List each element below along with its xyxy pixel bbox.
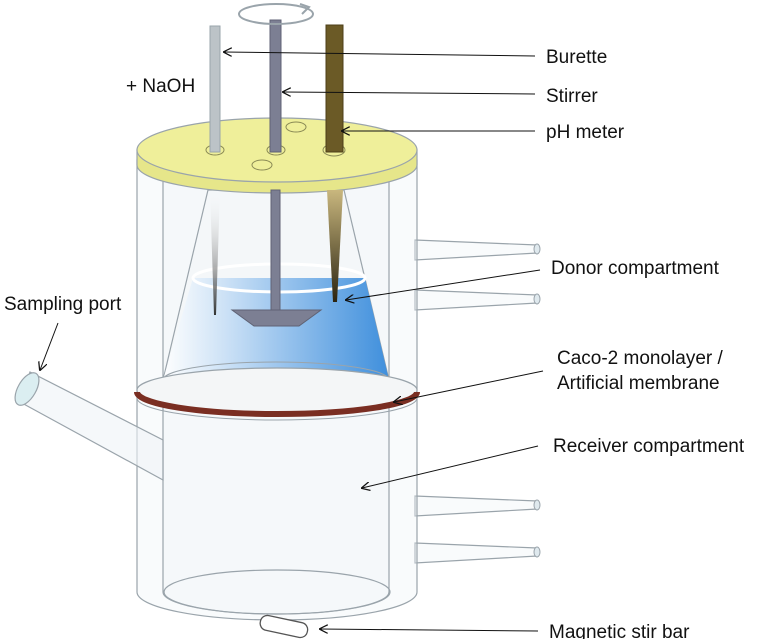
membrane-label-line2: Artificial membrane: [557, 373, 720, 394]
leader-lines: [40, 52, 544, 631]
water-jacket-tubes: [414, 239, 541, 564]
ph-probe: [325, 24, 344, 302]
magnetic-stir-bar: [259, 614, 309, 639]
rotation-arrow-icon: [238, 3, 314, 25]
magnetic-stir-bar-label: Magnetic stir bar: [549, 622, 690, 639]
lid-port: [285, 121, 307, 133]
donor-compartment-label: Donor compartment: [551, 258, 720, 279]
stirrer-rod: [230, 19, 323, 327]
membrane-label-line1: Caco-2 monolayer /: [557, 348, 724, 369]
receiver-compartment-label: Receiver compartment: [553, 436, 745, 457]
stirrer-paddle: [230, 309, 323, 327]
burette-tube: [209, 25, 221, 315]
stirrer-label: Stirrer: [546, 86, 598, 107]
sampling-port-label: Sampling port: [4, 294, 122, 315]
burette-label: Burette: [546, 47, 607, 68]
naoh-label: + NaOH: [126, 76, 195, 97]
lid-port: [251, 159, 273, 171]
ph-meter-label: pH meter: [546, 122, 625, 143]
sampling-port: [14, 371, 164, 482]
sampling-port-opening: [14, 372, 40, 406]
